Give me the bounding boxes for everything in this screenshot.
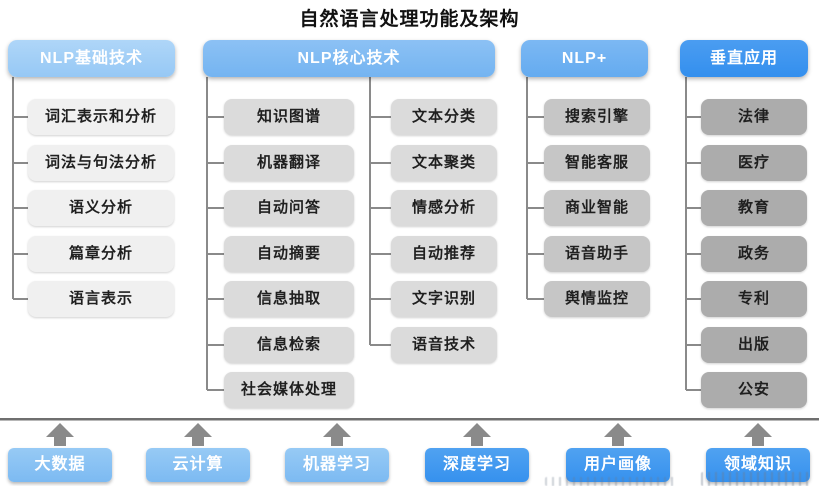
foundation-deep-learning: 深度学习 [425, 448, 529, 482]
foundation-machine-learning: 机器学习 [285, 448, 389, 482]
bracket-nlp-plus [526, 77, 545, 300]
node-patent: 专利 [701, 281, 807, 317]
node-morphology-syntax-analysis: 词法与句法分析 [28, 145, 174, 181]
bracket-core-left [206, 77, 225, 391]
node-machine-translation: 机器翻译 [224, 145, 354, 181]
watermark-fragment [701, 472, 812, 486]
node-education: 教育 [701, 190, 807, 226]
node-business-intelligence: 商业智能 [544, 190, 650, 226]
node-search-engine: 搜索引擎 [544, 99, 650, 135]
node-discourse-analysis: 篇章分析 [28, 236, 174, 272]
bracket-vertical-apps [685, 77, 702, 391]
diagram-title: 自然语言处理功能及架构 [299, 9, 520, 30]
up-arrow-icon [604, 423, 632, 446]
node-intelligent-customer-service: 智能客服 [544, 145, 650, 181]
node-voice-assistant: 语音助手 [544, 236, 650, 272]
node-auto-summarization: 自动摘要 [224, 236, 354, 272]
foundation-big-data: 大数据 [8, 448, 112, 482]
node-government: 政务 [701, 236, 807, 272]
node-sentiment-analysis: 情感分析 [391, 190, 497, 226]
node-information-extraction: 信息抽取 [224, 281, 354, 317]
node-social-media-processing: 社会媒体处理 [224, 372, 354, 408]
node-text-classification: 文本分类 [391, 99, 497, 135]
node-text-clustering: 文本聚类 [391, 145, 497, 181]
node-semantic-analysis: 语义分析 [28, 190, 174, 226]
column-header-nlp-plus: NLP+ [521, 40, 648, 77]
node-question-answering: 自动问答 [224, 190, 354, 226]
node-knowledge-graph: 知识图谱 [224, 99, 354, 135]
node-information-retrieval: 信息检索 [224, 327, 354, 363]
watermark-fragment [545, 477, 676, 486]
up-arrow-icon [744, 423, 772, 446]
node-ocr: 文字识别 [391, 281, 497, 317]
foundation-domain-knowledge: 领域知识 [706, 448, 810, 482]
node-lexical-representation-analysis: 词汇表示和分析 [28, 99, 174, 135]
column-header-nlp-basic: NLP基础技术 [8, 40, 175, 77]
node-language-representation: 语言表示 [28, 281, 174, 317]
node-opinion-monitoring: 舆情监控 [544, 281, 650, 317]
up-arrow-icon [46, 423, 74, 446]
column-header-vertical-apps: 垂直应用 [680, 40, 808, 77]
up-arrow-icon [463, 423, 491, 446]
up-arrow-icon [184, 423, 212, 446]
foundation-user-profile: 用户画像 [566, 448, 670, 482]
node-auto-recommendation: 自动推荐 [391, 236, 497, 272]
column-header-nlp-core: NLP核心技术 [203, 40, 495, 77]
node-publishing: 出版 [701, 327, 807, 363]
separator-line [0, 418, 819, 421]
bracket-basic [12, 77, 29, 300]
node-medical: 医疗 [701, 145, 807, 181]
bracket-core-right [369, 77, 392, 346]
foundation-cloud-computing: 云计算 [146, 448, 250, 482]
node-legal: 法律 [701, 99, 807, 135]
node-public-security: 公安 [701, 372, 807, 408]
node-speech-technology: 语音技术 [391, 327, 497, 363]
up-arrow-icon [323, 423, 351, 446]
